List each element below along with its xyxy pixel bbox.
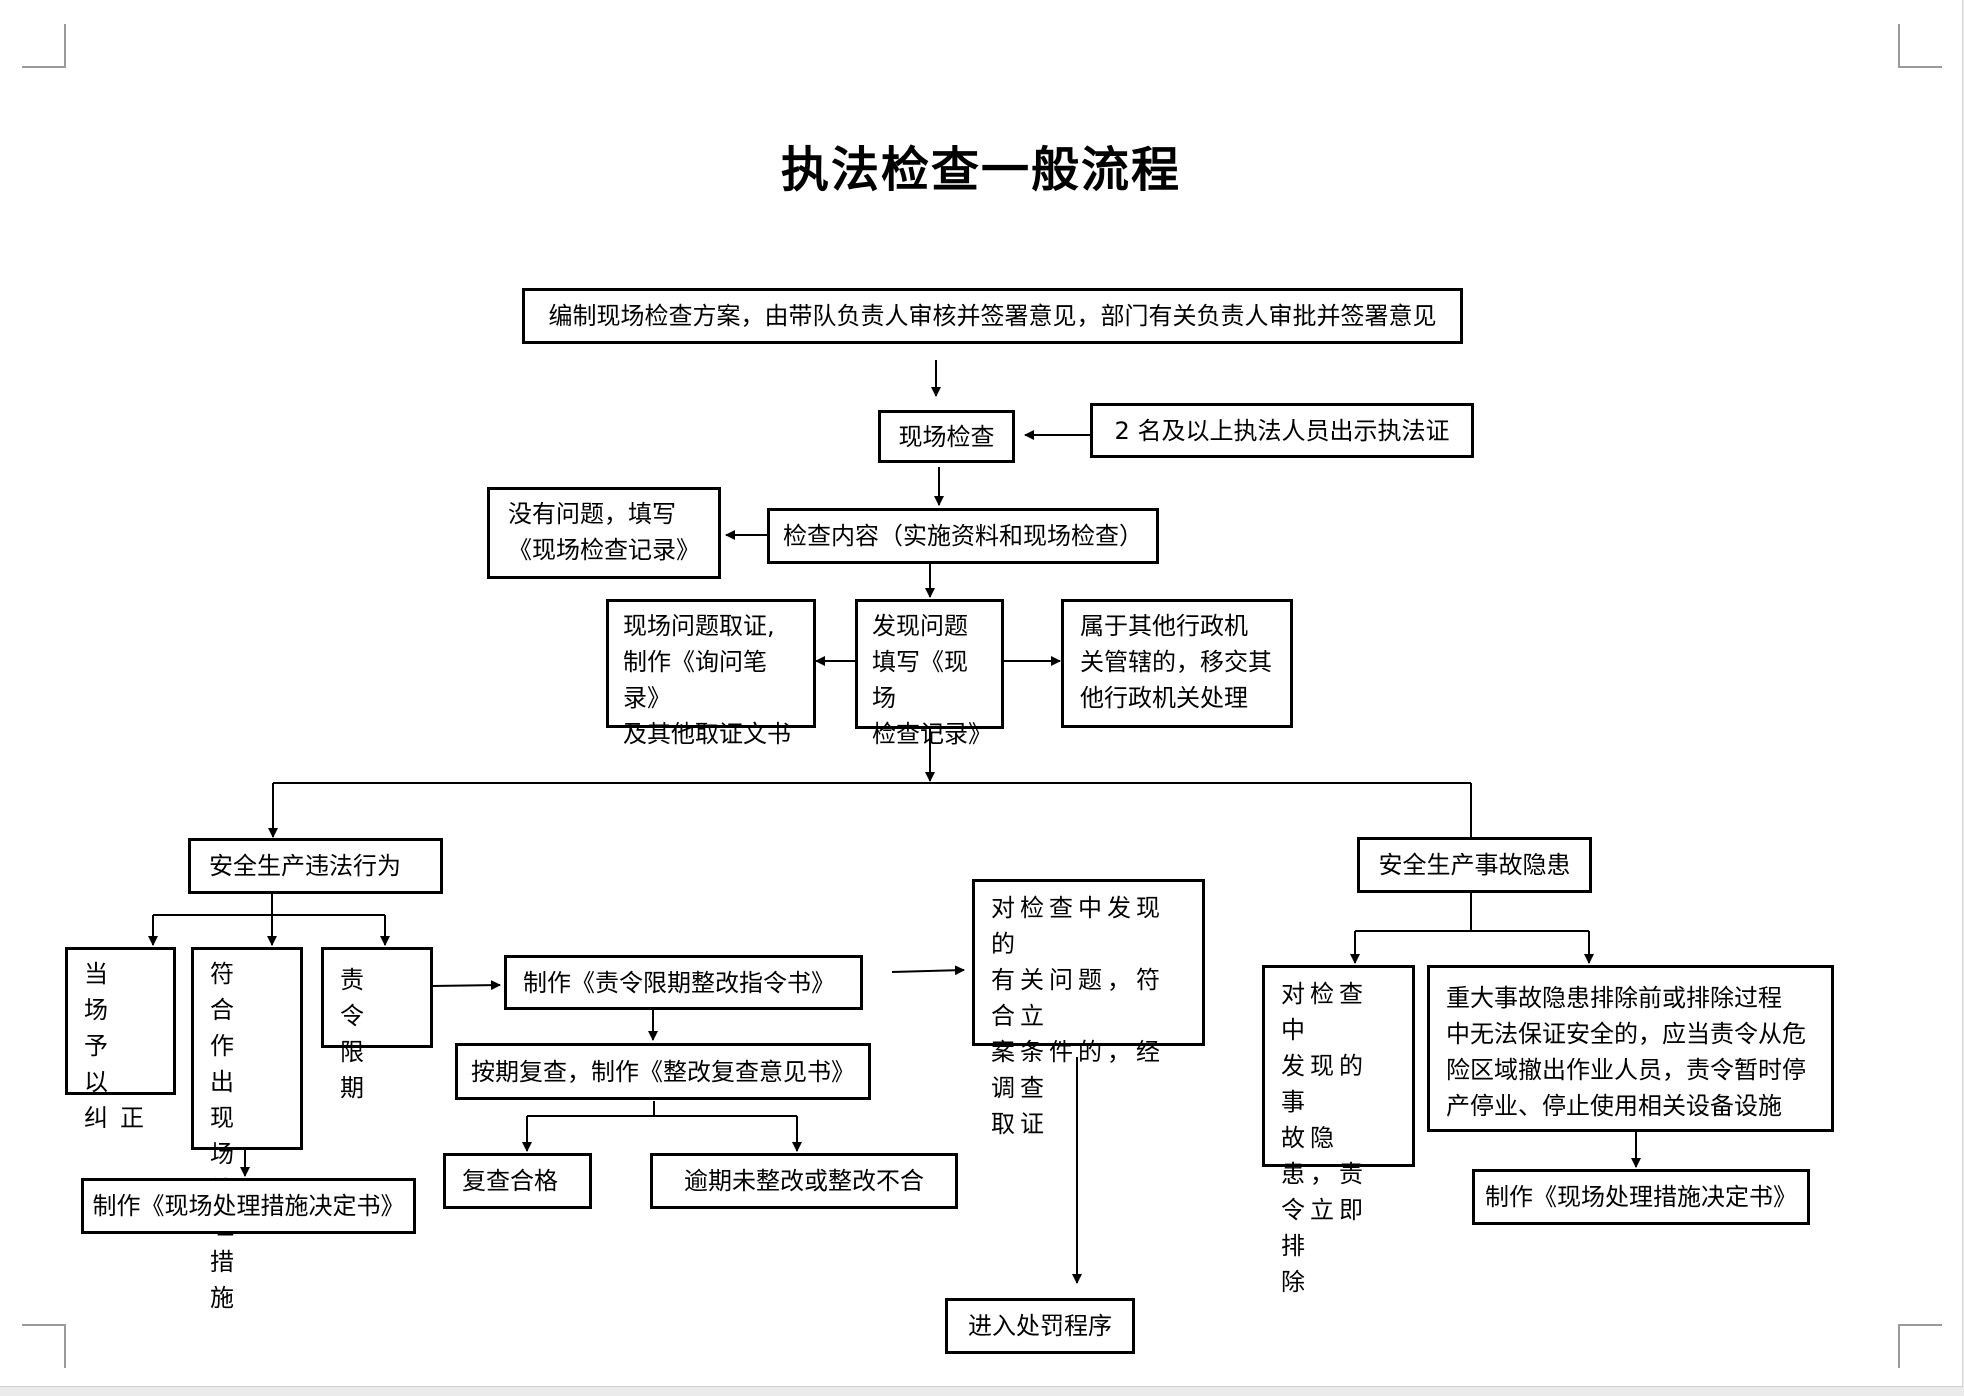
overdue-box: 逾期未整改或整改不合 xyxy=(650,1153,958,1209)
page-title: 执法检查一般流程 xyxy=(780,142,1181,198)
corner-mark-bottom-left xyxy=(22,1324,66,1368)
arrow-to-rectification-order xyxy=(431,980,501,991)
plan-box: 编制现场检查方案，由带队负责人审核并签署意见，部门有关负责人审批并签署意见 xyxy=(522,288,1463,344)
credentials-box: 2 名及以上执法人员出示执法证 xyxy=(1090,403,1474,458)
no-problem-box: 没有问题，填写 《现场检查记录》 xyxy=(487,487,721,579)
order-deadline-box: 责 令 限 期 xyxy=(321,947,433,1102)
content-box: 检查内容（实施资料和现场检查） xyxy=(767,508,1159,564)
corner-mark-bottom-right xyxy=(1898,1324,1942,1368)
penalty-box: 进入处罚程序 xyxy=(945,1298,1135,1354)
eliminate-box: 对检查中 发现的事 故隐患，责 令立即排 除 xyxy=(1262,965,1415,1296)
corner-mark-top-left xyxy=(22,24,66,68)
decision-right-box: 制作《现场处理措施决定书》 xyxy=(1472,1169,1810,1225)
correct-on-site-box: 当 场 予 以 纠正 xyxy=(65,947,176,1132)
hazard-box: 安全生产事故隐患 xyxy=(1357,837,1592,893)
corner-mark-top-right xyxy=(1898,24,1942,68)
rectification-order-box: 制作《责令限期整改指令书》 xyxy=(504,955,863,1010)
evidence-box: 现场问题取证, 制作《询问笔录》 及其他取证文书 xyxy=(606,599,816,748)
recheck-pass-box: 复查合格 xyxy=(443,1153,592,1209)
on-site-measures-box: 符 合 作 出 现 场 处 理 措 施 xyxy=(191,947,303,1312)
transfer-box: 属于其他行政机 关管辖的，移交其 他行政机关处理 xyxy=(1061,599,1293,728)
recheck-box: 按期复查，制作《整改复查意见书》 xyxy=(455,1043,871,1100)
violation-box: 安全生产违法行为 xyxy=(188,838,443,894)
inspect-box: 现场检查 xyxy=(878,410,1015,463)
arrow-to-case-filing xyxy=(891,965,965,976)
case-filing-box: 对检查中发现的 有关问题，符合立 案条件的，经调查 取证 xyxy=(972,879,1205,1138)
decision-left-box: 制作《现场处理措施决定书》 xyxy=(81,1178,416,1234)
major-hazard-box: 重大事故隐患排除前或排除过程 中无法保证安全的，应当责令从危 险区域撤出作业人员… xyxy=(1427,965,1834,1132)
found-problem-box: 发现问题 填写《现场 检查记录》 xyxy=(855,599,1004,748)
